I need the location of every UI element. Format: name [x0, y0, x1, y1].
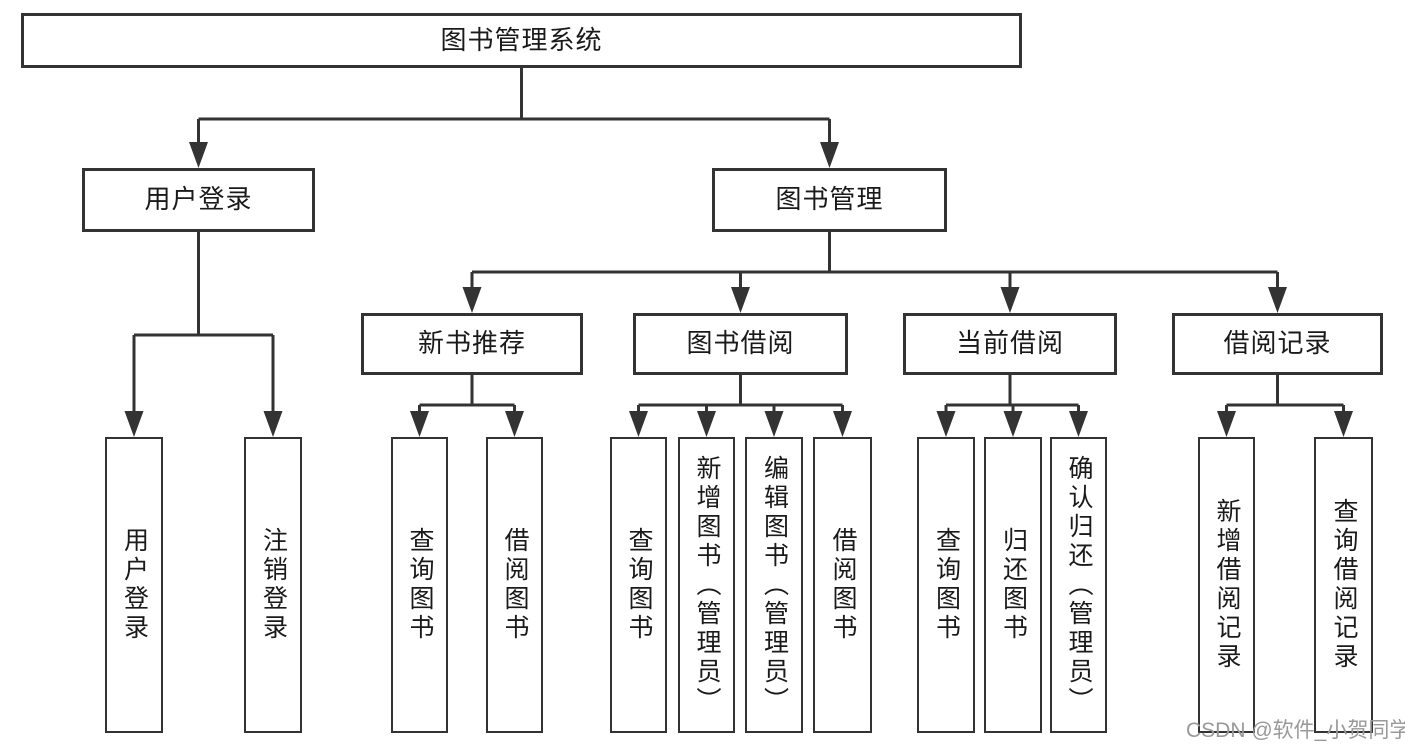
leaf-logout: 注销登录 [244, 437, 302, 733]
arrowhead-down-icon [1069, 411, 1088, 437]
leaf-user-login: 用户登录 [105, 437, 163, 733]
arrowhead-down-icon [936, 411, 956, 437]
node-library-system: 图书管理系统 [21, 13, 1022, 68]
arrowhead-down-icon [462, 287, 482, 313]
leaf-edit-book-admin: 编辑图书（管理员） [745, 437, 803, 733]
connector-user-login-children [124, 232, 283, 437]
leaf-add-borrow-record-label: 新增借阅记录 [1213, 498, 1241, 672]
node-user-login: 用户登录 [82, 168, 315, 232]
leaf-query-books-recommend: 查询图书 [391, 437, 448, 733]
arrowhead-down-icon [731, 287, 750, 313]
arrowhead-down-icon [189, 142, 208, 168]
leaf-return-book-label: 归还图书 [999, 527, 1028, 643]
node-new-book-recommend-label: 新书推荐 [417, 328, 526, 359]
leaf-query-borrow-record-label: 查询借阅记录 [1330, 498, 1358, 672]
leaf-confirm-return-admin-label: 确认归还（管理员） [1065, 454, 1093, 716]
leaf-query-books-recommend-label: 查询图书 [406, 527, 434, 643]
leaf-query-books-borrowing: 查询图书 [610, 437, 667, 733]
arrowhead-down-icon [505, 411, 524, 437]
arrowhead-down-icon [833, 411, 852, 437]
node-book-management-label: 图书管理 [775, 184, 884, 215]
arrowhead-down-icon [629, 411, 648, 437]
arrowhead-down-icon [1000, 287, 1020, 313]
leaf-query-borrow-record: 查询借阅记录 [1314, 437, 1373, 733]
connector-book-management-children [462, 232, 1287, 313]
arrowhead-down-icon [820, 142, 839, 168]
csdn-watermark: CSDN @软件_小贺同学 [1186, 719, 1405, 742]
node-book-management: 图书管理 [712, 168, 947, 232]
leaf-borrow-books-recommend: 借阅图书 [486, 437, 543, 733]
leaf-borrow-books-borrowing: 借阅图书 [813, 437, 872, 733]
node-library-system-label: 图书管理系统 [440, 24, 603, 55]
leaf-add-borrow-record: 新增借阅记录 [1198, 437, 1255, 733]
leaf-return-book: 归还图书 [984, 437, 1042, 733]
leaf-add-book-admin: 新增图书（管理员） [678, 437, 735, 733]
leaf-borrow-books-borrowing-label: 借阅图书 [829, 527, 857, 643]
arrowhead-down-icon [263, 411, 283, 437]
node-borrowing-records-label: 借阅记录 [1223, 328, 1332, 359]
node-user-login-label: 用户登录 [144, 184, 253, 215]
arrowhead-down-icon [764, 411, 784, 437]
leaf-confirm-return-admin: 确认归还（管理员） [1050, 437, 1107, 733]
leaf-add-book-admin-label: 新增图书（管理员） [693, 454, 721, 716]
connector-new-book-recommend-children [410, 375, 524, 437]
arrowhead-down-icon [1268, 287, 1287, 313]
arrowhead-down-icon [1003, 411, 1023, 437]
node-current-borrowing: 当前借阅 [903, 313, 1117, 375]
leaf-query-books-borrowing-label: 查询图书 [625, 527, 653, 643]
leaf-logout-label: 注销登录 [259, 527, 288, 643]
leaf-borrow-books-recommend-label: 借阅图书 [501, 527, 529, 643]
arrowhead-down-icon [697, 411, 716, 437]
arrowhead-down-icon [124, 411, 144, 437]
connector-book-borrowing-children [629, 375, 852, 437]
node-book-borrowing: 图书借阅 [633, 313, 848, 375]
arrowhead-down-icon [410, 411, 429, 437]
leaf-query-books-current: 查询图书 [917, 437, 975, 733]
node-book-borrowing-label: 图书借阅 [686, 328, 795, 359]
arrowhead-down-icon [1334, 411, 1353, 437]
connector-borrowing-records-children [1217, 375, 1353, 437]
leaf-edit-book-admin-label: 编辑图书（管理员） [760, 454, 789, 716]
leaf-user-login-label: 用户登录 [120, 527, 149, 643]
connector-current-borrowing-children [936, 375, 1088, 437]
node-new-book-recommend: 新书推荐 [361, 313, 583, 375]
node-current-borrowing-label: 当前借阅 [955, 328, 1064, 359]
arrowhead-down-icon [1217, 411, 1236, 437]
leaf-query-books-current-label: 查询图书 [932, 527, 961, 643]
node-borrowing-records: 借阅记录 [1172, 313, 1383, 375]
connector-root-to-level2 [189, 68, 839, 168]
